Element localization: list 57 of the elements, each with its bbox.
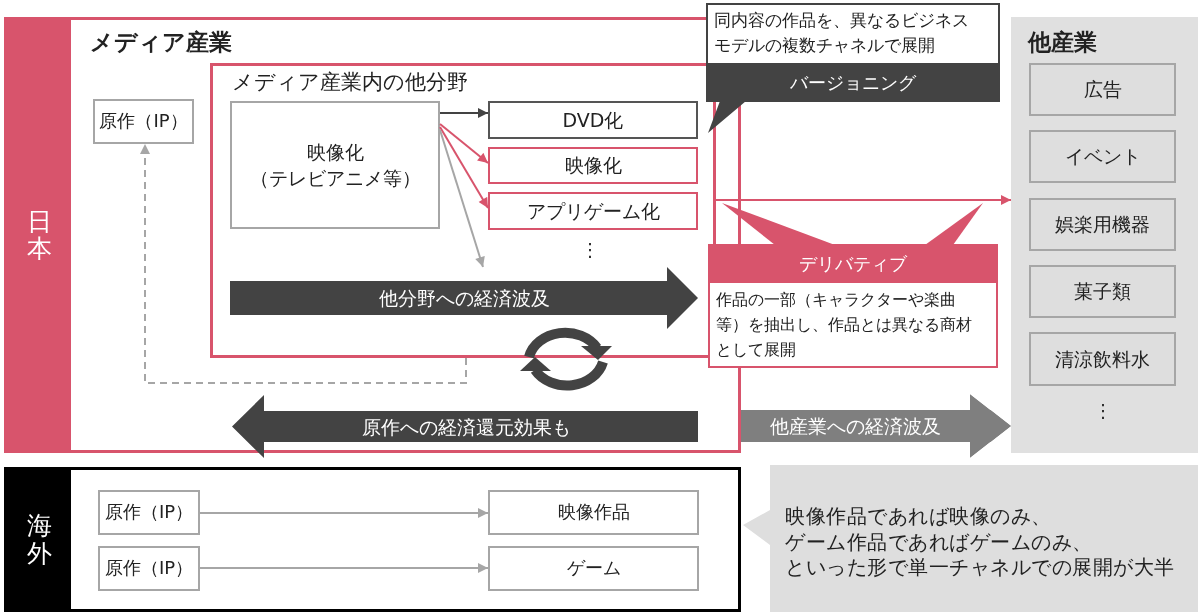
arrow	[199, 508, 489, 518]
process-box	[230, 101, 440, 229]
node-label: 映像作品	[557, 500, 630, 525]
node-label: イベント	[1064, 144, 1141, 170]
dashed-arrow	[140, 143, 467, 384]
process-box	[1029, 265, 1176, 318]
node-label: 原作（IP）	[99, 109, 188, 134]
callout-title: バージョニング	[790, 70, 916, 95]
process-box	[488, 101, 698, 139]
arrow	[439, 126, 489, 209]
vertical-ellipsis: ⋮	[1094, 402, 1112, 420]
region-frame	[210, 63, 716, 358]
process-box	[488, 490, 699, 535]
node-label: 映像化	[306, 139, 364, 165]
process-box	[488, 546, 699, 591]
node-label: DVD化	[562, 107, 624, 133]
arrow-label: 他分野への経済波及	[378, 285, 550, 311]
region-frame	[4, 467, 741, 612]
arrow	[439, 123, 489, 164]
region-label: 日本	[26, 207, 52, 263]
process-box	[98, 546, 200, 591]
node-label: ゲーム	[566, 556, 621, 581]
arrow	[715, 195, 1012, 205]
process-box	[1029, 63, 1176, 116]
block-arrow	[230, 267, 698, 329]
process-box	[93, 99, 194, 144]
node-label: 原作（IP）	[104, 556, 194, 581]
region-heading: メディア産業	[90, 28, 232, 57]
panel-heading: 他産業	[1028, 28, 1097, 57]
node-label: 菓子類	[1074, 279, 1131, 305]
arrow	[199, 563, 489, 573]
callout-title: デリバティブ	[799, 252, 907, 276]
callout-text: 作品の一部（キャラクターや楽曲等）を抽出し、作品とは異なる商材として展開	[716, 289, 973, 361]
process-box	[1029, 332, 1176, 386]
process-box	[1029, 198, 1176, 251]
node-label: （テレビアニメ等）	[249, 166, 421, 191]
callout-text: 同内容の作品を、異なるビジネスモデルの複数チャネルで展開	[714, 9, 970, 57]
node-label: 広告	[1083, 77, 1122, 103]
region-heading: メディア産業内の他分野	[232, 69, 468, 96]
node-label: アプリゲーム化	[526, 198, 660, 224]
node-label: 娯楽用機器	[1055, 212, 1150, 238]
node-label: 原作（IP）	[104, 500, 194, 525]
node-label: 清涼飲料水	[1055, 346, 1150, 372]
process-box	[1029, 130, 1176, 183]
edge-label: 他産業への経済波及	[770, 413, 941, 439]
process-box	[488, 192, 698, 230]
arrow-label: 原作への経済還元効果も	[361, 414, 571, 439]
process-box	[488, 147, 698, 184]
arrow	[439, 129, 485, 268]
vertical-ellipsis: ⋮	[581, 241, 599, 259]
region-label: 海外	[26, 512, 52, 567]
block-arrow	[741, 394, 1011, 458]
callout-text: 映像作品であれば映像のみ、ゲーム作品であればゲームのみ、といった形で単一チャネルでの展開が大半	[785, 504, 1175, 581]
side-panel	[1011, 17, 1198, 453]
arrow	[439, 108, 489, 118]
process-box	[98, 490, 200, 535]
node-label: 映像化	[564, 153, 622, 179]
